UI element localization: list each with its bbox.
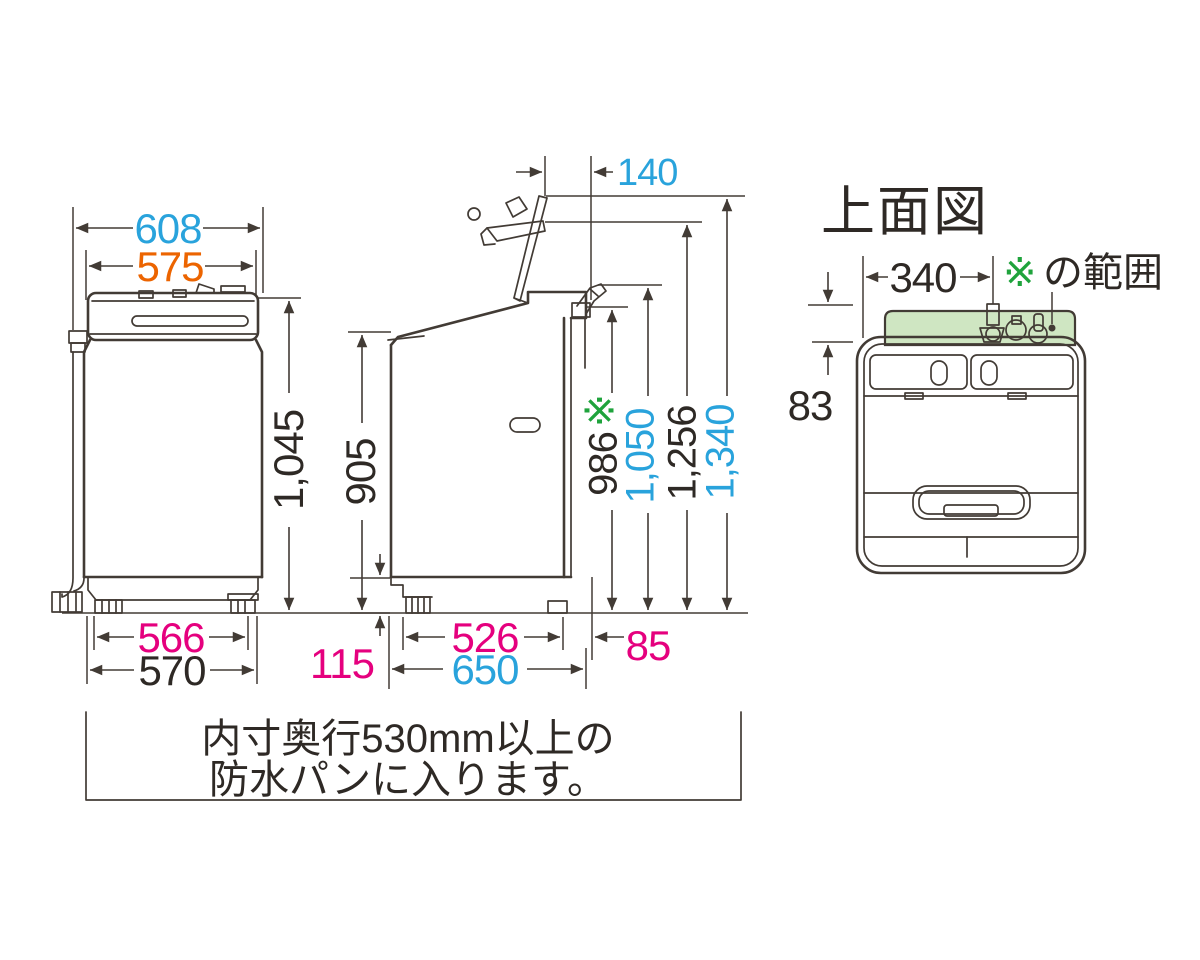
lid-hook-bar xyxy=(486,220,546,242)
side-base-front xyxy=(390,576,433,598)
dim-side-rear-clearance: 85 xyxy=(626,622,671,669)
side-handle xyxy=(509,417,541,433)
dim-side-lid-overhang: 140 xyxy=(617,152,677,194)
top-round-knob xyxy=(1005,315,1027,341)
dim-front-width-outer: 608 xyxy=(134,205,201,252)
top-lid-right xyxy=(970,354,1074,390)
side-foot-rear xyxy=(547,600,568,614)
top-view-dimensions: 340 83 ※ の範囲 xyxy=(788,251,1163,429)
front-foot-right xyxy=(227,593,259,614)
dim-side-height-console: 986 xyxy=(582,432,626,496)
dim-front-feet-span: 566 xyxy=(137,614,204,661)
front-body-right xyxy=(254,338,264,579)
side-view-drawing xyxy=(387,195,607,614)
dim-side-feet-span: 526 xyxy=(451,614,518,661)
front-button xyxy=(172,289,187,298)
dim-front-width-body: 575 xyxy=(136,243,203,290)
front-body-left xyxy=(82,338,92,579)
top-lid-right-handle xyxy=(980,360,998,386)
ref-mark-side: ※ xyxy=(579,395,623,428)
side-foot-front xyxy=(405,596,431,614)
top-lid-left-handle xyxy=(930,360,948,386)
front-lid-handle-slot xyxy=(131,315,249,327)
front-button xyxy=(138,290,154,299)
dim-side-body-height: 905 xyxy=(337,438,384,505)
dim-front-height: 1,045 xyxy=(265,410,312,510)
front-view-drawing xyxy=(51,283,264,614)
front-rear-tab xyxy=(220,285,246,293)
dim-top-back-zone-width: 340 xyxy=(889,254,956,301)
legend-ref-mark: ※ xyxy=(1003,251,1037,295)
top-hook-fitting xyxy=(1028,313,1048,344)
top-view-drawing: 上面図 xyxy=(821,182,1087,575)
side-view-dimensions: 140 905 ※ 986 1,050 1,256 1,340 115 xyxy=(310,152,745,693)
lid-latch xyxy=(505,196,528,218)
caption-line1: 内寸奥行530mm以上の xyxy=(201,717,614,761)
legend-leader-dot xyxy=(1048,324,1056,332)
front-view-dimensions: 608 575 1,045 566 570 xyxy=(72,205,312,694)
dim-side-base-height: 115 xyxy=(310,640,374,687)
dim-top-back-zone-depth: 83 xyxy=(788,382,833,429)
top-lid-left xyxy=(869,354,968,390)
top-body-inner xyxy=(863,343,1079,567)
top-handle-recess xyxy=(912,485,1031,520)
dim-side-height-inlet: 1,050 xyxy=(619,408,663,503)
drain-hose xyxy=(51,330,88,613)
dim-front-base-width: 570 xyxy=(138,647,205,694)
waterproof-pan-note: 内寸奥行530mm以上の 防水パンに入ります。 xyxy=(85,711,742,802)
front-base-skirt xyxy=(87,576,259,601)
legend-text: の範囲 xyxy=(1043,251,1163,295)
dim-side-height-lid-open: 1,340 xyxy=(699,404,743,499)
caption-line2: 防水パンに入ります。 xyxy=(209,758,607,802)
dim-side-height-hook: 1,256 xyxy=(661,405,705,500)
front-foot-left xyxy=(94,599,123,614)
side-top-outline xyxy=(389,290,588,347)
top-body-outer xyxy=(855,335,1087,575)
top-view-title: 上面図 xyxy=(821,182,989,242)
water-inlet-faucet xyxy=(571,283,607,318)
pan-bracket xyxy=(85,711,742,801)
front-latch xyxy=(195,283,215,294)
dim-side-depth-total: 650 xyxy=(451,646,518,693)
open-lid xyxy=(467,195,548,304)
